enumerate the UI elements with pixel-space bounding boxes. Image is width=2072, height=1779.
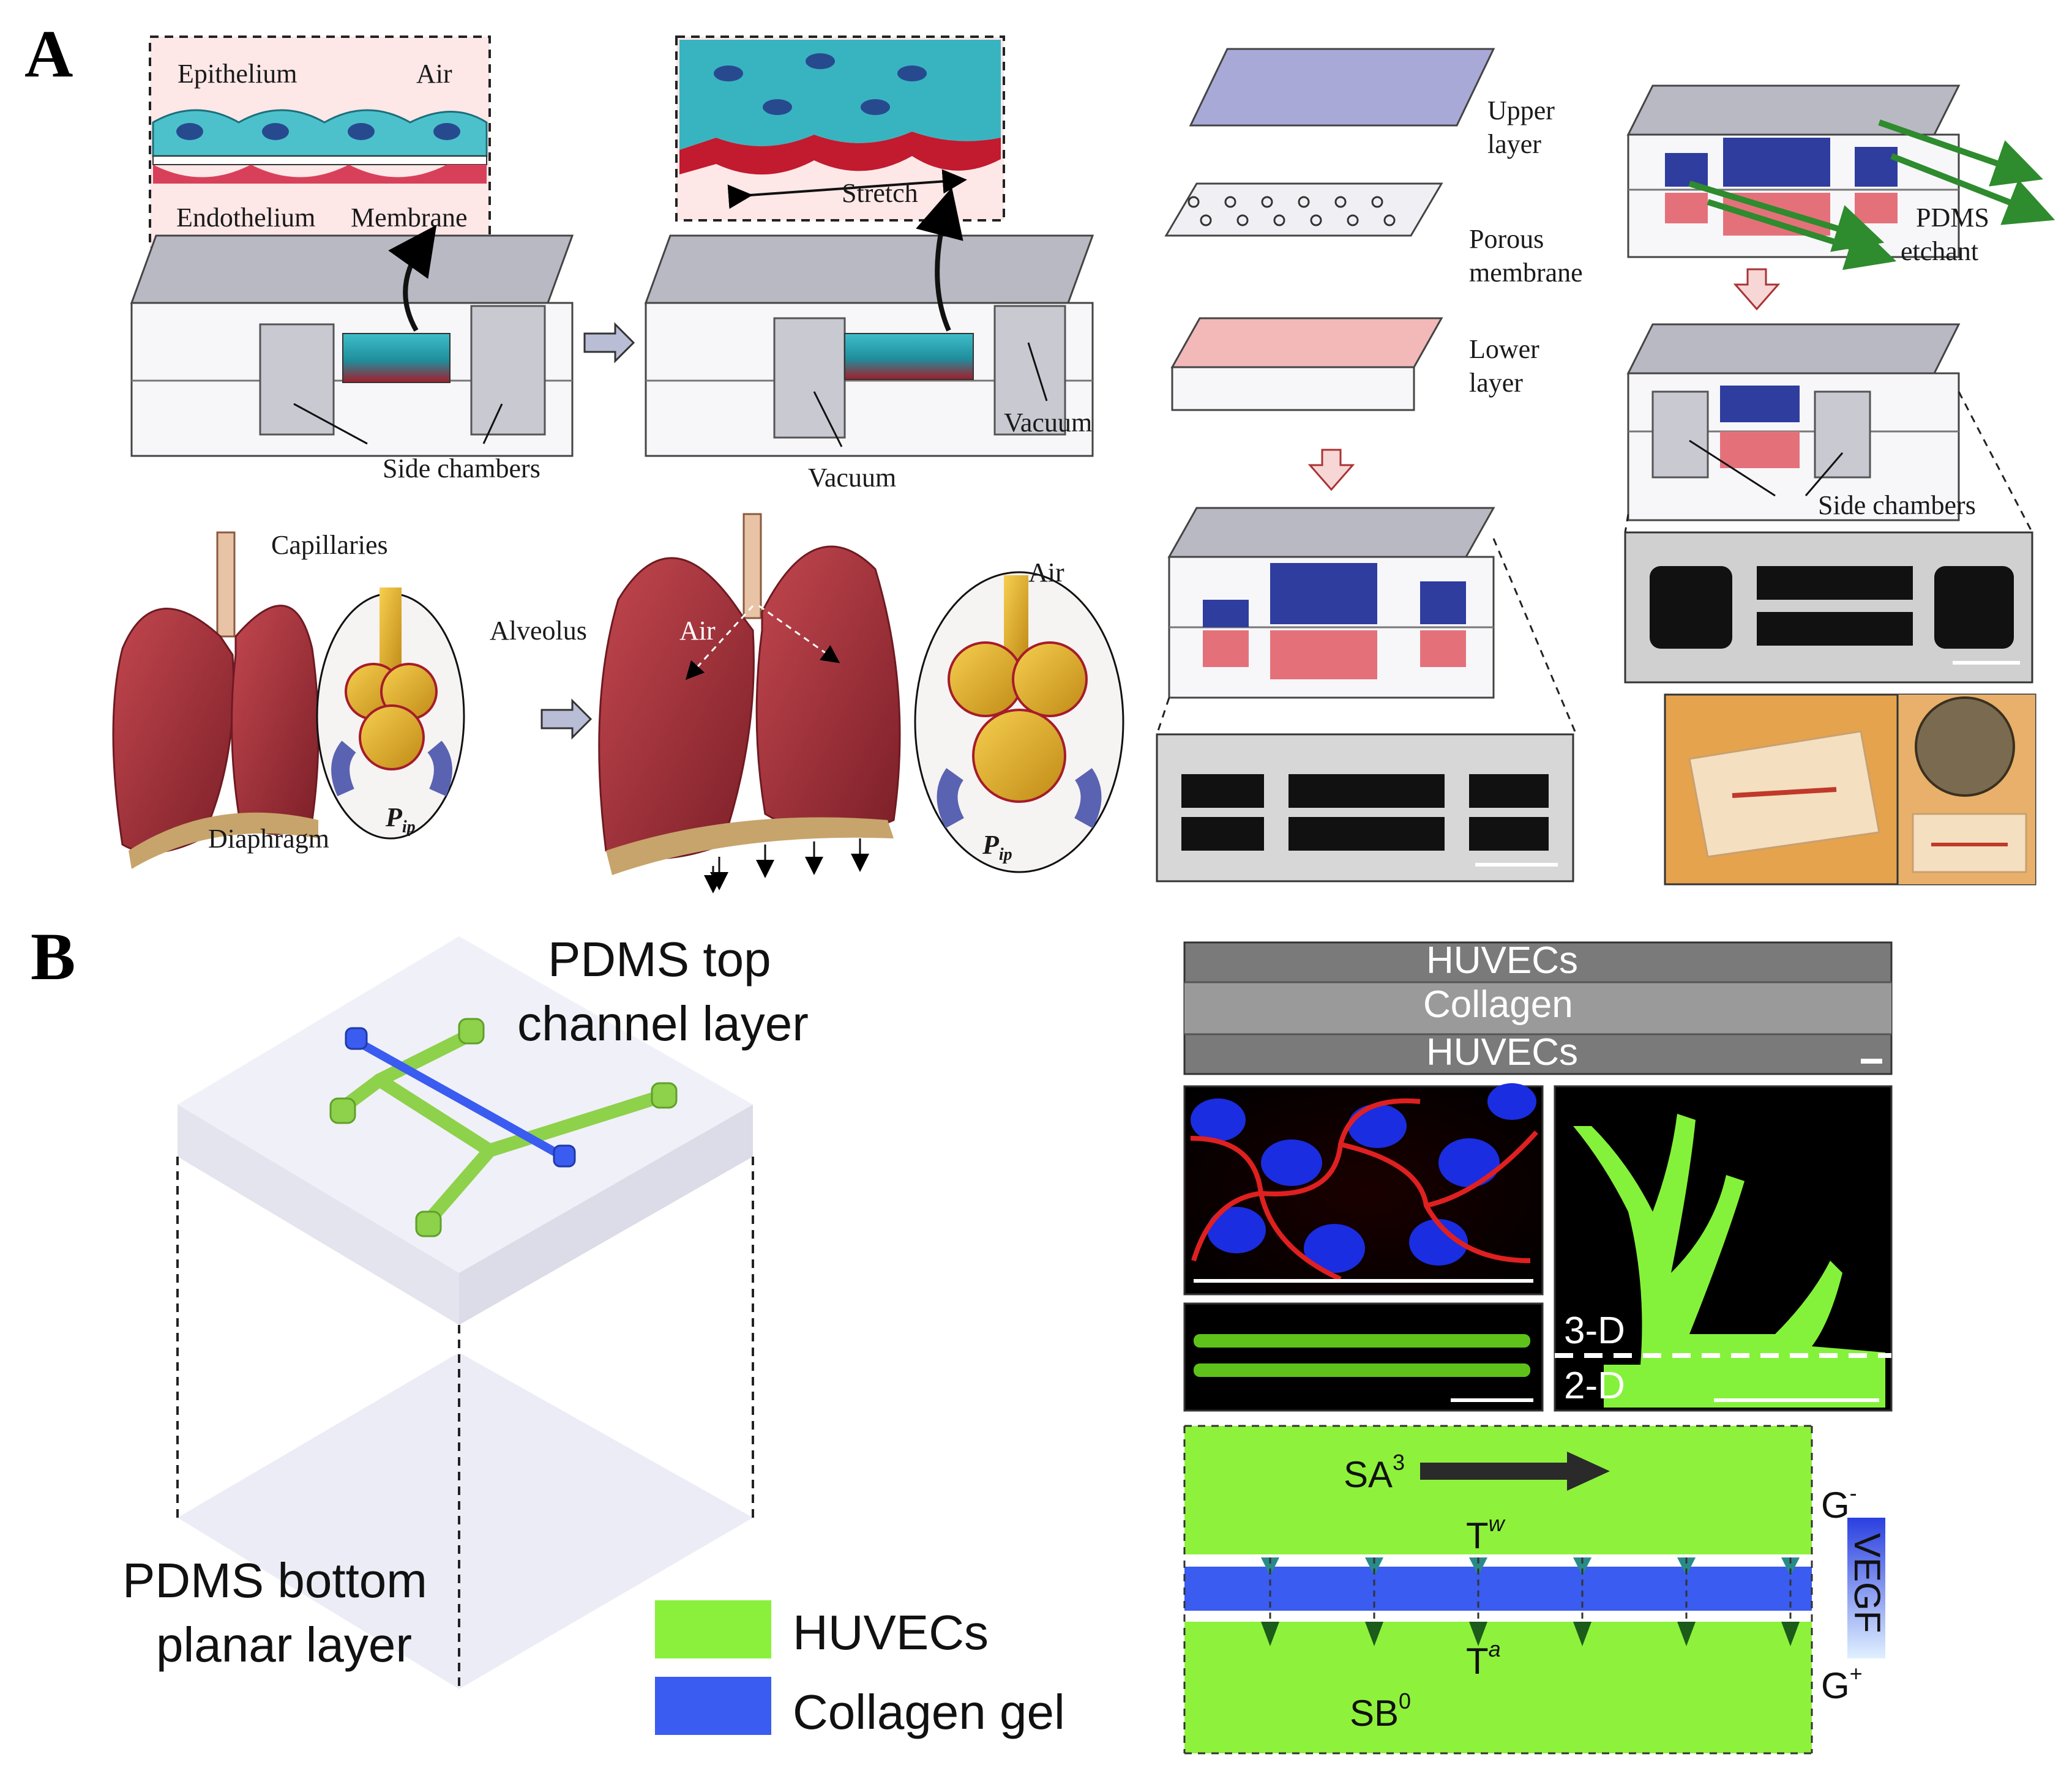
endothelium-label: Endothelium [176,203,315,233]
panel-a-label: A [24,17,73,91]
upper-layer-label-2: layer [1487,129,1541,159]
phase-image: HUVECs Collagen HUVECs [1183,939,1893,1075]
top-layer-label-2: channel layer [517,996,809,1051]
chip-stretched: Vacuum Vacuum [644,187,1094,493]
side-chambers-label-1: Side chambers [383,453,540,483]
vegf-schematic: SA3 Tw Ta SB0 G- G+ VEGF [1183,1425,1888,1755]
legend: HUVECs Collagen gel [655,1600,1065,1739]
sb-label: SB0 [1350,1688,1411,1734]
air-label-alveolus: Air [1028,558,1064,587]
pdms-layers: PDMS top channel layer PDMS bottom plana… [122,932,809,1689]
pip-label: Pip [385,802,416,837]
label-3d: 3-D [1564,1310,1625,1352]
ta-label: Ta [1466,1636,1501,1682]
g-minus-label: G- [1821,1480,1857,1526]
side-chambers-label-2: Side chambers [1818,490,1976,520]
phase-label-top: HUVECs [1426,939,1578,982]
lungs-inflated: Air Air Pip [598,513,1124,893]
vegf-label: VEGF [1847,1533,1888,1633]
label-2d: 2-D [1564,1365,1625,1407]
top-layer-label-1: PDMS top [548,932,771,986]
sa-label: SA3 [1344,1450,1405,1495]
legend-label-collagen: Collagen gel [793,1685,1065,1739]
pdms-etchant-label-1: PDMS [1916,203,1989,233]
air-label: Air [416,59,452,89]
alveolus-label: Alveolus [490,616,587,646]
device-photo [1664,693,2036,886]
phase-label-middle: Collagen [1423,983,1573,1026]
confocal-sprout: 3-D 2-D [1554,1085,1893,1412]
porous-membrane-label-1: Porous [1469,224,1544,254]
inset-stretch: Stretch [675,35,1005,222]
legend-swatch-huvecs [655,1600,771,1658]
legend-label-huvecs: HUVECs [793,1605,989,1660]
etch-chip: PDMS etchant [1626,84,2055,311]
pdms-etchant-label-2: etchant [1901,236,1978,266]
pip-down-label: Pip [982,830,1012,864]
vacuum-left-label: Vacuum [808,463,896,493]
lungs-relaxed: Capillaries Alveolus Diaphragm Pip [112,530,587,869]
assembled-chip [1156,507,1577,735]
lower-layer-label-2: layer [1469,368,1523,398]
arrow-right-2 [540,698,593,740]
stretch-label: Stretch [842,178,918,208]
inset-tissue: Epithelium Air Endothelium Membrane [149,35,491,249]
upper-layer-label-1: Upper [1487,95,1555,125]
porous-membrane-label-2: membrane [1469,258,1583,288]
chip-relaxed: Side chambers [130,225,574,483]
lower-layer-label-1: Lower [1469,334,1539,364]
air-label-lung: Air [679,616,716,646]
micrograph-a2 [1624,531,2033,684]
diaphragm-label: Diaphragm [208,824,329,854]
arrow-right-1 [583,322,635,364]
g-plus-label: G+ [1821,1661,1863,1706]
confocal-red-blue [1183,1083,1544,1296]
exploded-layers: Upper layer Porous membrane Lower layer [1164,48,1583,491]
panel-b-label: B [31,919,75,994]
legend-swatch-collagen [655,1677,771,1735]
phase-label-bottom: HUVECs [1426,1031,1578,1073]
confocal-green-2d [1183,1302,1544,1412]
bottom-layer-label-2: planar layer [156,1617,412,1672]
tw-label: Tw [1466,1511,1506,1556]
etched-chip: Side chambers [1624,323,2033,533]
bottom-layer-label-1: PDMS bottom [122,1553,427,1608]
epithelium-label: Epithelium [178,59,297,89]
membrane-label: Membrane [351,203,468,233]
capillaries-label: Capillaries [271,530,388,560]
vacuum-right-label: Vacuum [1004,408,1092,438]
micrograph-a1 [1156,733,1574,882]
